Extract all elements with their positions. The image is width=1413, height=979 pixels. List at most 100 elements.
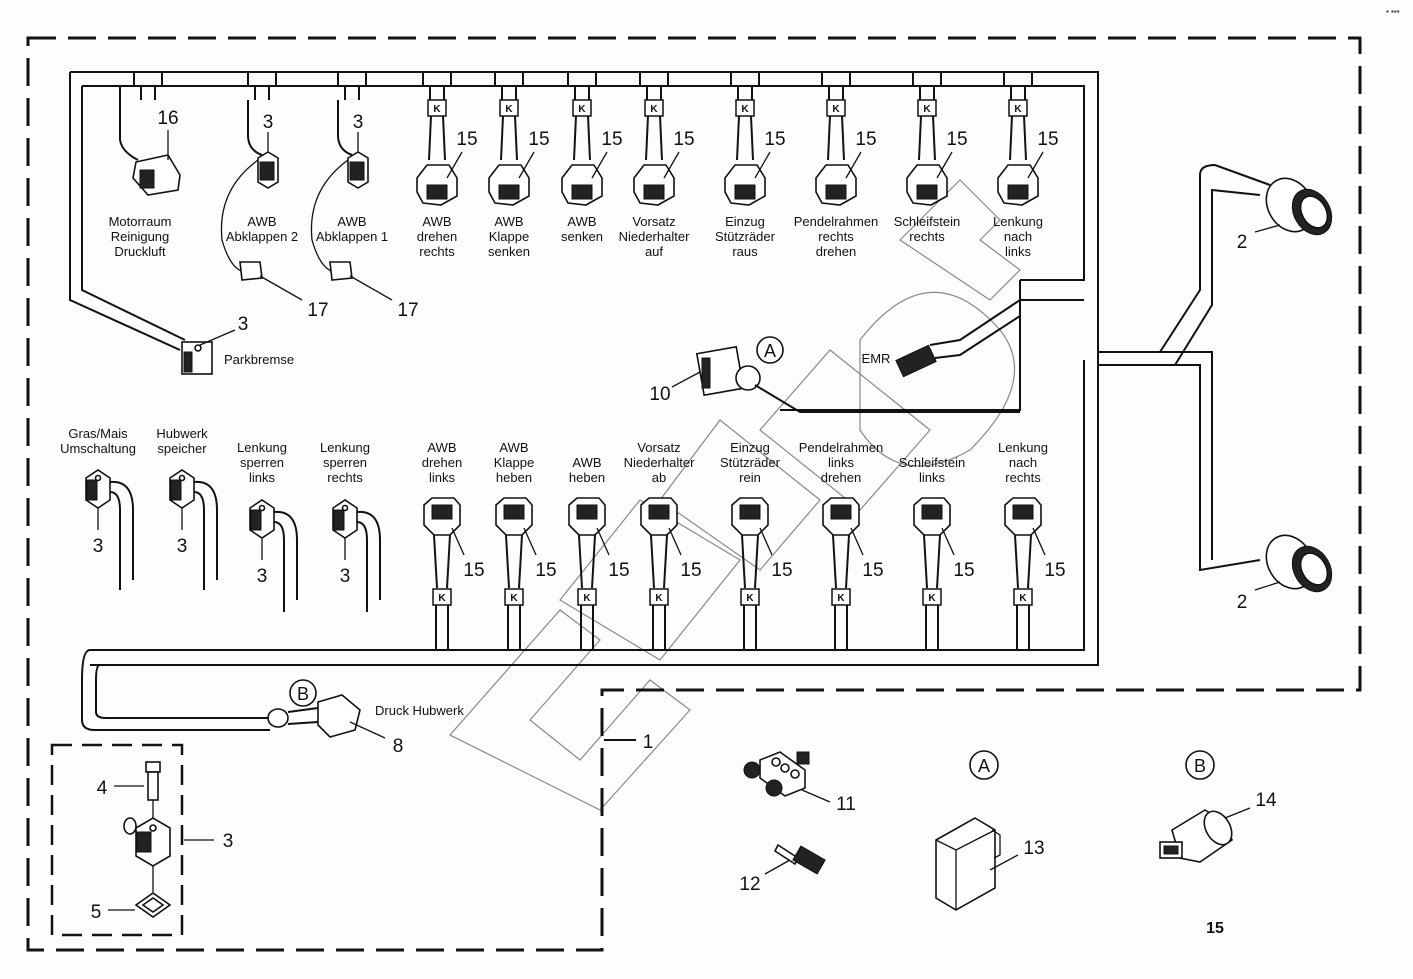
- top-label-line: Stützräder: [715, 229, 776, 244]
- bottom-label-line: Vorsatz: [637, 440, 680, 455]
- part-13-cover-cap[interactable]: A 13: [935, 750, 1045, 911]
- k-marker: [922, 588, 942, 606]
- callout-3: 3: [353, 112, 364, 133]
- callout-3: 3: [340, 566, 351, 587]
- k-marker: [649, 588, 669, 606]
- bottom-label-line: links: [429, 470, 456, 485]
- bottom-label-line: Pendelrahmen: [799, 440, 884, 455]
- watermark: [449, 179, 1021, 811]
- parkbremse-solenoid[interactable]: 3 Parkbremse: [181, 314, 294, 375]
- plug-17-icon: [239, 261, 263, 281]
- callout-15: 15: [608, 560, 629, 581]
- top-label-line: drehen: [816, 244, 856, 259]
- callout-15: 15: [1044, 560, 1065, 581]
- k-marker-text: K: [505, 104, 513, 115]
- k-marker: [504, 588, 524, 606]
- bottom-label-line: drehen: [821, 470, 861, 485]
- callout-3: 3: [263, 112, 274, 133]
- bottom-label-line: Lenkung: [998, 440, 1048, 455]
- top-label-line: Druckluft: [114, 244, 166, 259]
- callout-15: 15: [855, 129, 876, 150]
- bottom-label-line: rein: [739, 470, 761, 485]
- k-marker: [735, 99, 755, 117]
- k-marker-text: K: [837, 593, 845, 604]
- solenoid-part[interactable]: 3: [123, 817, 234, 867]
- bottom-label-line: Lenkung: [320, 440, 370, 455]
- callout-1: 1: [643, 732, 654, 753]
- callout-15: 15: [764, 129, 785, 150]
- part-14-pressure-sensor[interactable]: B 14: [1159, 750, 1277, 863]
- k-marker: [644, 99, 664, 117]
- bottom-label-line: Niederhalter: [624, 455, 695, 470]
- top-label-line: Reinigung: [111, 229, 170, 244]
- top-label-line: AWB: [247, 214, 276, 229]
- k-marker: [831, 588, 851, 606]
- callout-15: 15: [463, 560, 484, 581]
- callout-3: 3: [257, 566, 268, 587]
- detail-ref-a-loose: A: [978, 756, 990, 776]
- top-row-connectors: 16MotorraumReinigungDruckluft317AWBAbkla…: [109, 72, 1059, 321]
- emr-connector-group[interactable]: 10 A EMR: [649, 336, 1020, 413]
- bottom-label-line: Umschaltung: [60, 441, 136, 456]
- bolt-part[interactable]: 4: [97, 761, 161, 801]
- k-marker: [917, 99, 937, 117]
- callout-15: 15: [535, 560, 556, 581]
- callout-2-top: 2: [1237, 232, 1248, 253]
- bottom-label-line: sperren: [240, 455, 284, 470]
- k-marker-text: K: [583, 593, 591, 604]
- callout-3-detail: 3: [223, 831, 234, 852]
- top-label-line: auf: [645, 244, 663, 259]
- top-label-line: Vorsatz: [632, 214, 675, 229]
- callout-15: 15: [862, 560, 883, 581]
- seal-part[interactable]: 5: [91, 892, 172, 923]
- callout-12: 12: [739, 874, 760, 895]
- top-label-line: Pendelrahmen: [794, 214, 879, 229]
- bottom-label-line: Stützräder: [720, 455, 781, 470]
- part-12-pin[interactable]: 12: [739, 843, 826, 895]
- druck-hubwerk-connector[interactable]: B Druck Hubwerk 8: [267, 679, 464, 757]
- k-marker-text: K: [1019, 593, 1027, 604]
- bottom-label-line: rechts: [327, 470, 363, 485]
- callout-17: 17: [307, 300, 328, 321]
- part-11-distributor[interactable]: 11: [743, 751, 856, 815]
- label-parkbremse: Parkbremse: [224, 352, 294, 367]
- callout-15: 15: [456, 129, 477, 150]
- k-marker: [432, 588, 452, 606]
- bottom-label-line: ab: [652, 470, 666, 485]
- top-label-line: Lenkung: [993, 214, 1043, 229]
- round-connector-bottom[interactable]: 2: [1237, 527, 1340, 613]
- detail-ref-b-circle-2: [1185, 750, 1215, 780]
- callout-15: 15: [528, 129, 549, 150]
- round-connector-top[interactable]: 2: [1237, 170, 1340, 253]
- bottom-label-line: AWB: [572, 455, 601, 470]
- k-marker-text: K: [923, 104, 931, 115]
- detail-ref-a-circle: [756, 336, 784, 364]
- k-marker: [1008, 99, 1028, 117]
- k-marker: [572, 99, 592, 117]
- top-label-line: Einzug: [725, 214, 765, 229]
- bottom-label-line: AWB: [499, 440, 528, 455]
